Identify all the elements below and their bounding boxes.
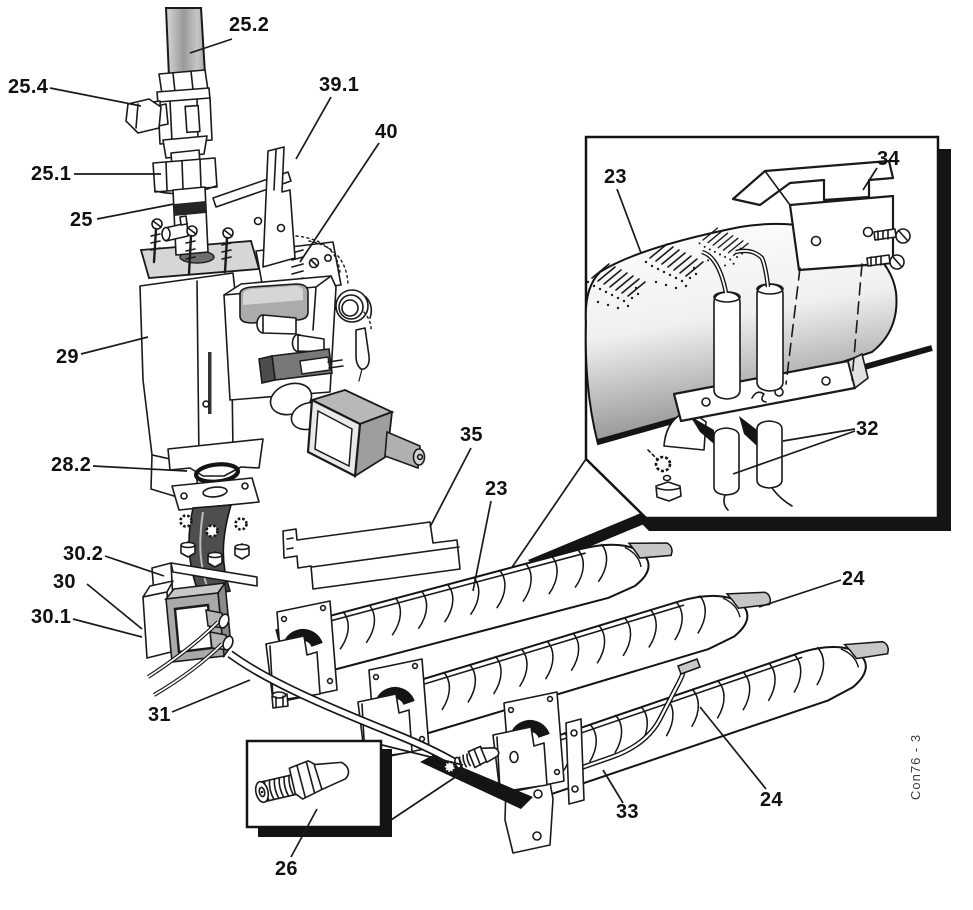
callout-39-1: 39.1: [319, 74, 360, 96]
thermocouple-coil: [335, 289, 373, 382]
callout-26: 26: [275, 858, 298, 880]
burner-tube-24-middle: [375, 582, 773, 745]
solenoid-coil-core: [239, 283, 309, 324]
gas-valve-body-29: [139, 272, 426, 504]
callout-32: 32: [856, 418, 879, 440]
callout-23-main: 23: [485, 478, 508, 500]
callout-30-1: 30.1: [31, 606, 72, 628]
callout-23-inset: 23: [604, 166, 627, 188]
gas-service-valve: [125, 69, 213, 168]
valve-handle: [125, 98, 169, 134]
flange-screws: [150, 215, 234, 276]
callout-25: 25: [70, 209, 93, 231]
callout-24-upper: 24: [842, 568, 865, 590]
callout-30: 30: [53, 571, 76, 593]
callout-35: 35: [460, 424, 483, 446]
gas-supply-pipe: [164, 7, 207, 79]
callout-30-2: 30.2: [63, 543, 104, 565]
pilot-pipe-33: [568, 658, 701, 775]
injector-detail-inset: [245, 739, 392, 837]
callout-34: 34: [877, 148, 900, 170]
callout-25-4: 25.4: [8, 76, 49, 98]
outlet-flange: [171, 477, 260, 511]
electrode-detail-inset: [584, 135, 951, 531]
callout-31: 31: [148, 704, 171, 726]
electrodes-32: [701, 248, 784, 400]
fixing-washers-bolts: [179, 514, 250, 568]
bracket-hole: [509, 750, 519, 764]
callout-40: 40: [375, 121, 398, 143]
support-bracket-35: [282, 521, 461, 590]
pipe-bolt: [271, 691, 289, 709]
electrode-bracket-bar: [672, 352, 869, 423]
pilot-bracket-strip: [565, 718, 585, 805]
callout-25-1: 25.1: [31, 163, 72, 185]
drawing-code: Con76 - 3: [908, 733, 923, 800]
terminal-block-30-1: [142, 580, 174, 659]
ignition-lead-wires: [146, 620, 224, 697]
leader-lines: [49, 38, 878, 858]
bracket-bolt: [647, 449, 682, 502]
injector-26: [254, 760, 350, 804]
solenoid-operator: [306, 389, 426, 478]
callout-33: 33: [616, 801, 639, 823]
manifold-pipe-31: [227, 650, 459, 767]
electrode-bracket-34: [731, 159, 895, 272]
callout-24-lower: 24: [760, 789, 783, 811]
electrical-connector: [258, 348, 344, 384]
bracket-screws: [866, 228, 911, 270]
electrode-lower: [713, 420, 793, 511]
callout-25-2: 25.2: [229, 14, 270, 36]
mounting-bracket-39-1: [212, 146, 296, 268]
burner-mounting-plate: [492, 691, 565, 793]
callout-28-2: 28.2: [51, 454, 92, 476]
callout-29: 29: [56, 346, 79, 368]
ignition-unit-30: [164, 580, 234, 663]
